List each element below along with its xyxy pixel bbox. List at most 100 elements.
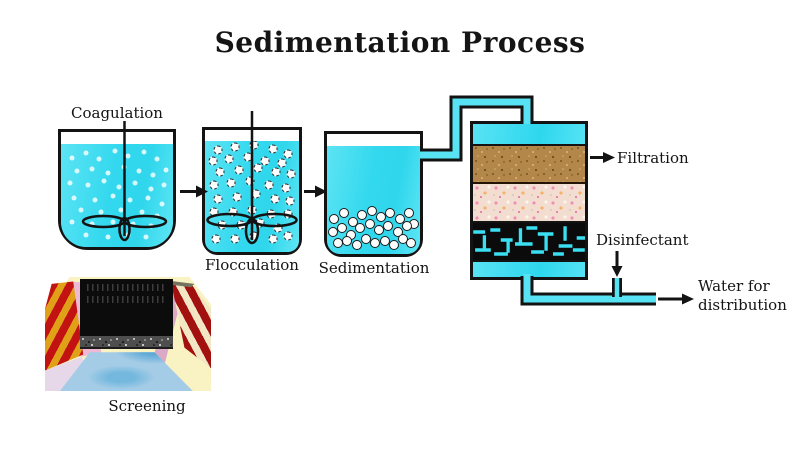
particle bbox=[268, 144, 278, 154]
photo-right-pillar-cap bbox=[164, 280, 195, 288]
particle bbox=[101, 178, 107, 184]
particle bbox=[105, 234, 111, 240]
particle bbox=[121, 164, 127, 170]
particle bbox=[283, 209, 293, 219]
particle bbox=[148, 223, 154, 229]
arrow-disinfectant bbox=[611, 251, 623, 277]
label-water-distribution-line1: Water for bbox=[698, 277, 770, 295]
particle bbox=[338, 207, 349, 218]
particle bbox=[251, 189, 261, 199]
particle bbox=[132, 180, 138, 186]
particle bbox=[264, 180, 274, 190]
particle bbox=[110, 193, 116, 198]
particle bbox=[286, 169, 296, 179]
particle bbox=[83, 232, 89, 238]
particle bbox=[89, 221, 95, 227]
particle bbox=[273, 223, 283, 233]
particle bbox=[226, 178, 236, 188]
particle bbox=[211, 234, 221, 244]
particle bbox=[145, 195, 151, 201]
label-sedimentation: Sedimentation bbox=[318, 259, 430, 277]
particle bbox=[209, 207, 219, 217]
particle bbox=[154, 156, 160, 162]
particle bbox=[357, 210, 368, 221]
label-screening: Screening bbox=[108, 397, 186, 415]
particle bbox=[92, 197, 98, 203]
sedimentation-water bbox=[327, 146, 420, 254]
particle bbox=[232, 192, 242, 201]
particle bbox=[215, 167, 225, 177]
particle bbox=[374, 225, 385, 236]
particle bbox=[392, 227, 403, 238]
particle bbox=[217, 220, 227, 230]
particle bbox=[83, 150, 89, 156]
particle bbox=[136, 168, 142, 174]
particle bbox=[351, 240, 362, 251]
label-water-distribution: Water for distribution bbox=[698, 277, 787, 315]
particle bbox=[69, 219, 75, 225]
particle bbox=[208, 156, 218, 166]
particle bbox=[141, 149, 147, 155]
particle bbox=[285, 196, 295, 206]
particle bbox=[375, 212, 386, 223]
particle bbox=[98, 209, 104, 215]
particle bbox=[385, 207, 396, 218]
flocculation-water bbox=[205, 141, 299, 252]
screen-bars-row bbox=[87, 284, 166, 291]
filter-carbon-layer bbox=[473, 223, 585, 262]
particle bbox=[127, 197, 133, 203]
particle bbox=[249, 231, 259, 241]
filtration-column bbox=[470, 121, 588, 280]
particle bbox=[125, 153, 131, 159]
particle bbox=[125, 232, 131, 238]
screening-photo bbox=[45, 277, 211, 391]
particle bbox=[255, 218, 265, 228]
arrow-water-distribution bbox=[658, 293, 694, 305]
particle bbox=[283, 231, 293, 241]
photo-bar-screen bbox=[80, 279, 173, 349]
filter-inlet-water bbox=[473, 124, 585, 146]
particle bbox=[112, 148, 118, 154]
particle bbox=[394, 214, 405, 225]
particle bbox=[161, 182, 167, 188]
tank-sedimentation bbox=[324, 131, 423, 257]
particle bbox=[283, 149, 293, 159]
particle bbox=[388, 240, 399, 251]
tank-coagulation bbox=[58, 129, 176, 250]
particle bbox=[245, 176, 255, 186]
particle bbox=[268, 234, 278, 244]
particle bbox=[383, 220, 394, 231]
particle bbox=[150, 172, 156, 178]
filter-sand-layer bbox=[473, 146, 585, 184]
particle bbox=[348, 216, 359, 227]
particle bbox=[89, 166, 95, 172]
particle bbox=[110, 219, 116, 225]
label-filtration: Filtration bbox=[617, 149, 689, 167]
particle bbox=[253, 163, 263, 173]
particle bbox=[271, 167, 281, 177]
particle bbox=[366, 205, 377, 216]
particle bbox=[78, 207, 84, 213]
screen-debris-strip bbox=[80, 336, 173, 349]
particle bbox=[213, 145, 223, 155]
particle bbox=[243, 152, 253, 162]
particle bbox=[105, 170, 111, 176]
particle bbox=[209, 180, 219, 190]
particle bbox=[281, 183, 291, 193]
particle bbox=[236, 220, 246, 230]
particle bbox=[379, 236, 390, 247]
tank-flocculation bbox=[202, 127, 302, 255]
particle bbox=[159, 201, 165, 207]
label-coagulation: Coagulation bbox=[71, 104, 163, 122]
particle bbox=[403, 207, 414, 218]
label-disinfectant: Disinfectant bbox=[596, 231, 689, 249]
particle bbox=[270, 194, 280, 204]
particle bbox=[130, 221, 136, 227]
particle bbox=[74, 168, 80, 174]
particle bbox=[230, 142, 240, 152]
particle bbox=[213, 194, 223, 204]
particle bbox=[361, 233, 372, 244]
particle bbox=[67, 180, 73, 186]
particle bbox=[364, 218, 375, 229]
carbon-crack-pattern bbox=[473, 226, 585, 256]
